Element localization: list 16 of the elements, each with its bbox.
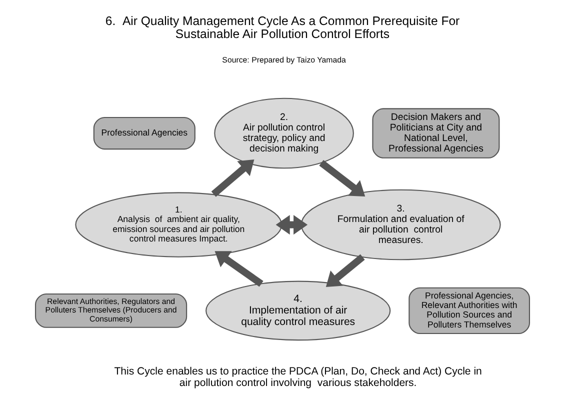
node-ellipse: 1. Analysis of ambient air quality, emission sources and air pollution control measures Impact. xyxy=(74,192,282,258)
node-box: Professional Agencies xyxy=(92,116,195,150)
caption: This Cycle enables us to practice the PDCA (Plan, Do, Check and Act) Cycle in air pollution control involving various stakeholders. xyxy=(114,366,482,390)
node-box: Decision Makers and Politicians at City and National Level, Professional Agencies xyxy=(372,108,500,158)
node-ellipse: 4. Implementation of air quality control measures xyxy=(205,280,390,341)
arrow xyxy=(318,160,365,196)
node-ellipse: 2. Air pollution control strategy, policy and decision making xyxy=(214,98,354,169)
arrow xyxy=(210,160,254,197)
arrow xyxy=(275,214,308,235)
node-box: Professional Agencies, Relevant Authorities with Pollution Sources and Polluters Themselves xyxy=(408,287,530,334)
label: Source: Prepared by Taizo Yamada xyxy=(222,56,346,65)
diagram-title: 6. Air Quality Management Cycle As a Common Prerequisite For Sustainable Air Pollution Control Efforts xyxy=(104,14,460,42)
arrow xyxy=(325,254,364,288)
node-box: Relevant Authorities, Regulators and Polluters Themselves (Producers and Consumers) xyxy=(34,293,187,328)
node-ellipse: 3. Formulation and evaluation of air pollution control measures. xyxy=(300,189,500,260)
arrow xyxy=(214,251,263,287)
